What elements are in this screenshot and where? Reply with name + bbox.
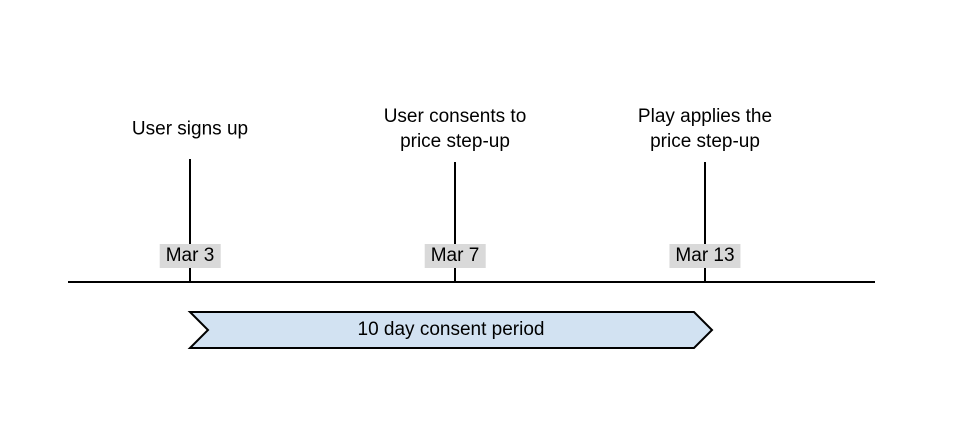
event-label-user-signs-up: User signs up xyxy=(131,118,249,140)
event-label-play-applies: Play applies the price step-up xyxy=(637,106,773,152)
date-chip-mar-7: Mar 7 xyxy=(424,244,486,268)
consent-period-label: 10 day consent period xyxy=(357,319,545,340)
date-chip-mar-13: Mar 13 xyxy=(669,244,741,268)
consent-period-arrow xyxy=(187,311,714,349)
date-chip-mar-3: Mar 3 xyxy=(159,244,221,268)
event-label-user-consents: User consents to price step-up xyxy=(383,106,527,152)
